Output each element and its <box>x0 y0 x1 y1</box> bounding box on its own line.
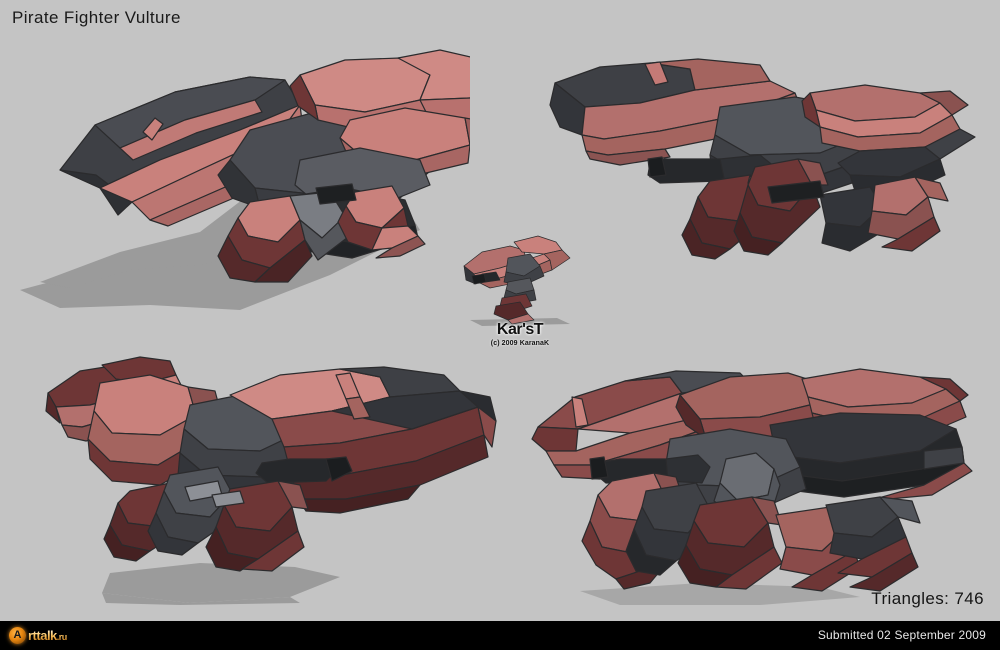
ship-body <box>549 58 976 260</box>
logo-word: rttalk <box>28 628 57 643</box>
ship-body <box>463 235 571 325</box>
watermark-name: Kar'sT <box>496 321 544 338</box>
ground-shadow <box>102 563 340 605</box>
view-center-thumb <box>452 228 582 328</box>
ship-body <box>45 356 497 572</box>
ship-render-top-left <box>20 49 470 310</box>
ship-render-bottom-left <box>45 356 497 605</box>
ship-body <box>59 49 470 283</box>
triangle-count-label: Triangles: 746 <box>871 589 984 608</box>
footer-bar: A rttalk.ru Submitted 02 September 2009 <box>0 621 1000 650</box>
artist-watermark: Kar'sT (c) 2009 KaranaK <box>474 321 566 348</box>
submitted-date: Submitted 02 September 2009 <box>817 628 986 642</box>
arttalk-logo-text: rttalk.ru <box>28 628 67 643</box>
ship-render-top-right <box>549 58 976 260</box>
page-title: Pirate Fighter Vulture <box>12 8 181 27</box>
ship-render-bottom-right <box>531 368 973 605</box>
arttalk-logo[interactable]: A rttalk.ru <box>9 625 67 646</box>
ground-shadow <box>580 583 860 605</box>
view-bottom-right <box>520 355 980 605</box>
ship-body <box>531 368 973 592</box>
ship-render-center <box>463 235 571 326</box>
arttalk-logo-mark: A <box>9 627 26 644</box>
logo-domain: .ru <box>56 632 67 642</box>
watermark-copyright: (c) 2009 KaranaK <box>490 340 550 347</box>
view-bottom-left <box>40 335 500 605</box>
view-top-left <box>0 20 470 320</box>
view-top-right <box>520 55 980 305</box>
